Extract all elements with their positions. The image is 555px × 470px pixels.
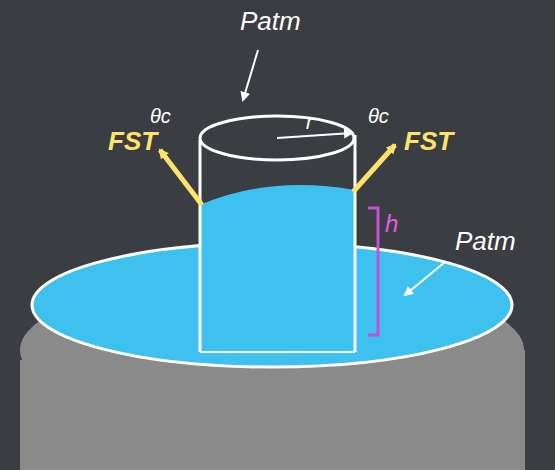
force-arrow (353, 145, 395, 192)
tube-bottom (200, 351, 355, 353)
force-arrow (160, 150, 202, 205)
tube-wall (199, 140, 202, 352)
pressure-label: Patm (240, 8, 301, 34)
pressure-arrow (243, 50, 258, 100)
radius-label: r (306, 112, 313, 132)
force-label: FST (404, 128, 453, 154)
force-label: FST (108, 128, 157, 154)
pressure-label: Patm (455, 228, 516, 254)
radius-line (277, 133, 352, 138)
tube-wall (354, 135, 357, 352)
angle-label: θc (150, 106, 171, 126)
tube-water (200, 185, 355, 352)
tube-rim (200, 116, 354, 160)
height-label: h (385, 212, 398, 236)
pressure-arrow (405, 262, 445, 295)
angle-label: θc (368, 106, 389, 126)
height-bracket (368, 208, 378, 335)
